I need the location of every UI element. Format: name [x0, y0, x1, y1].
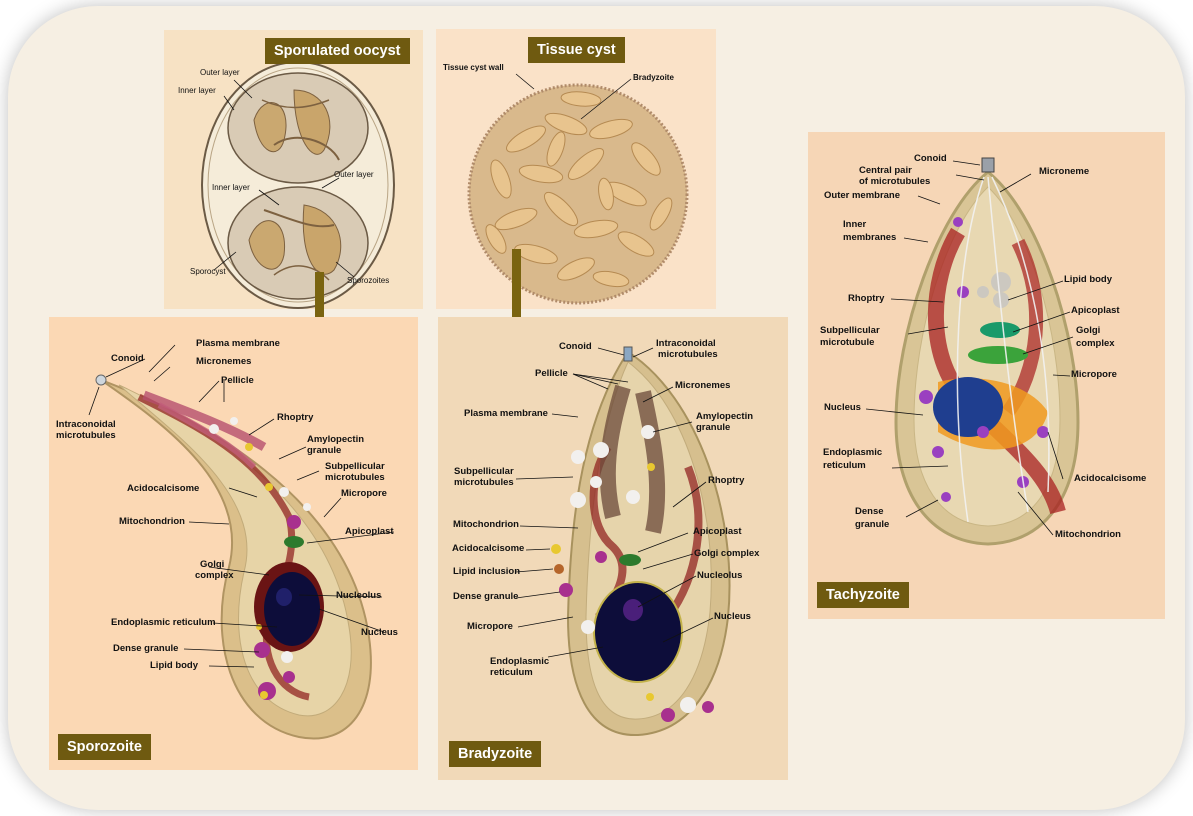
label-conoid: Conoid — [914, 154, 947, 165]
label-intraconoidal-microtubules: Intraconoidal — [656, 339, 716, 350]
label-inner-layer: Inner layer — [178, 86, 216, 97]
label-nucleus: Nucleus — [714, 612, 751, 623]
label-subpellicular-microtubules: microtubules — [454, 478, 514, 489]
label-nucleus: Nucleus — [824, 403, 861, 414]
label-mitochondrion: Mitochondrion — [453, 520, 519, 531]
label-pellicle: Pellicle — [535, 369, 568, 380]
label-acidocalcisome: Acidocalcisome — [452, 544, 524, 555]
label-micronemes: Micronemes — [675, 381, 730, 392]
label-dense-granule: Dense granule — [453, 592, 518, 603]
label-conoid: Conoid — [559, 342, 592, 353]
label-sporozoites: Sporozoites — [347, 276, 389, 287]
label-central-pair-microtubules: Central pair — [859, 166, 912, 177]
label-golgi-complex: Golgi — [1076, 326, 1100, 337]
label-dense-granule: Dense — [855, 507, 884, 518]
label-endoplasmic-reticulum: reticulum — [823, 461, 866, 472]
label-outer-layer: Outer layer — [200, 68, 240, 79]
sporulated-oocyst-panel: Sporulated oocyst Outer layer Inner laye… — [164, 30, 423, 309]
label-subpellicular-microtubules: microtubules — [325, 473, 385, 484]
label-inner-layer: Inner layer — [212, 183, 250, 194]
label-nucleolus: Nucleolus — [336, 591, 381, 602]
sporozoite-title: Sporozoite — [58, 734, 151, 760]
label-plasma-membrane: Plasma membrane — [196, 339, 280, 350]
label-rhoptry: Rhoptry — [708, 476, 744, 487]
label-tissue-cyst-wall: Tissue cyst wall — [443, 63, 504, 74]
label-plasma-membrane: Plasma membrane — [464, 409, 548, 420]
label-outer-layer: Outer layer — [334, 170, 374, 181]
label-conoid: Conoid — [111, 354, 144, 365]
label-amylopectin-granule: Amylopectin — [696, 412, 753, 423]
label-subpellicular-microtubules: Subpellicular — [454, 467, 514, 478]
sporulated-oocyst-title: Sporulated oocyst — [265, 38, 410, 64]
label-apicoplast: Apicoplast — [345, 527, 394, 538]
label-endoplasmic-reticulum: reticulum — [490, 668, 533, 679]
label-lipid-body: Lipid body — [1064, 275, 1112, 286]
label-intraconoidal-microtubules: microtubules — [658, 350, 718, 361]
label-golgi-complex: Golgi — [200, 560, 224, 571]
bradyzoite-panel: Conoid Intraconoidal microtubules Pellic… — [438, 317, 788, 780]
label-outer-membrane: Outer membrane — [824, 191, 900, 202]
label-bradyzoite: Bradyzoite — [633, 73, 674, 84]
label-amylopectin-granule: Amylopectin — [307, 435, 364, 446]
label-acidocalcisome: Acidocalcisome — [127, 484, 199, 495]
label-intraconoidal: Intraconoidal — [56, 420, 116, 431]
tissue-cyst-panel: Tissue cyst Tissue cyst wall Bradyzoite — [436, 29, 716, 309]
bradyzoite-title: Bradyzoite — [449, 741, 541, 767]
label-subpellicular-microtubule: microtubule — [820, 338, 874, 349]
label-lipid-body: Lipid body — [150, 661, 198, 672]
label-endoplasmic-reticulum: Endoplasmic — [490, 657, 549, 668]
tissue-cyst-title: Tissue cyst — [528, 37, 625, 63]
label-inner-membranes: membranes — [843, 233, 896, 244]
label-golgi-complex: Golgi complex — [694, 549, 759, 560]
label-dense-granule: Dense granule — [113, 644, 178, 655]
label-lipid-inclusion: Lipid inclusion — [453, 567, 520, 578]
label-central-pair-microtubules: of microtubules — [859, 177, 930, 188]
label-micronemes: Micronemes — [196, 357, 251, 368]
label-nucleus: Nucleus — [361, 628, 398, 639]
label-sporocyst: Sporocyst — [190, 267, 226, 278]
tachyzoite-title: Tachyzoite — [817, 582, 909, 608]
label-micropore: Micropore — [1071, 370, 1117, 381]
label-nucleolus: Nucleolus — [697, 571, 742, 582]
label-apicoplast: Apicoplast — [1071, 306, 1120, 317]
label-rhoptry: Rhoptry — [277, 413, 313, 424]
label-subpellicular-microtubules: Subpellicular — [325, 462, 385, 473]
sporozoite-panel: Plasma membrane Conoid Micronemes Pellic… — [49, 317, 418, 770]
label-subpellicular-microtubule: Subpellicular — [820, 326, 880, 337]
label-apicoplast: Apicoplast — [693, 527, 742, 538]
label-acidocalcisome: Acidocalcisome — [1074, 474, 1146, 485]
label-micropore: Micropore — [341, 489, 387, 500]
label-amylopectin-granule: granule — [696, 423, 730, 434]
tachyzoite-panel: Conoid Central pair of microtubules Micr… — [808, 132, 1165, 619]
label-mitochondrion: Mitochondrion — [1055, 530, 1121, 541]
label-micropore: Micropore — [467, 622, 513, 633]
label-inner-membranes: Inner — [843, 220, 866, 231]
label-dense-granule: granule — [855, 520, 889, 531]
label-golgi-complex: complex — [1076, 339, 1115, 350]
label-intraconoidal: microtubules — [56, 431, 116, 442]
label-amylopectin-granule: granule — [307, 446, 341, 457]
label-endoplasmic-reticulum: Endoplasmic reticulum — [111, 618, 216, 629]
label-microneme: Microneme — [1039, 167, 1089, 178]
label-mitochondrion: Mitochondrion — [119, 517, 185, 528]
label-rhoptry: Rhoptry — [848, 294, 884, 305]
label-endoplasmic-reticulum: Endoplasmic — [823, 448, 882, 459]
label-pellicle: Pellicle — [221, 376, 254, 387]
label-golgi-complex: complex — [195, 571, 234, 582]
